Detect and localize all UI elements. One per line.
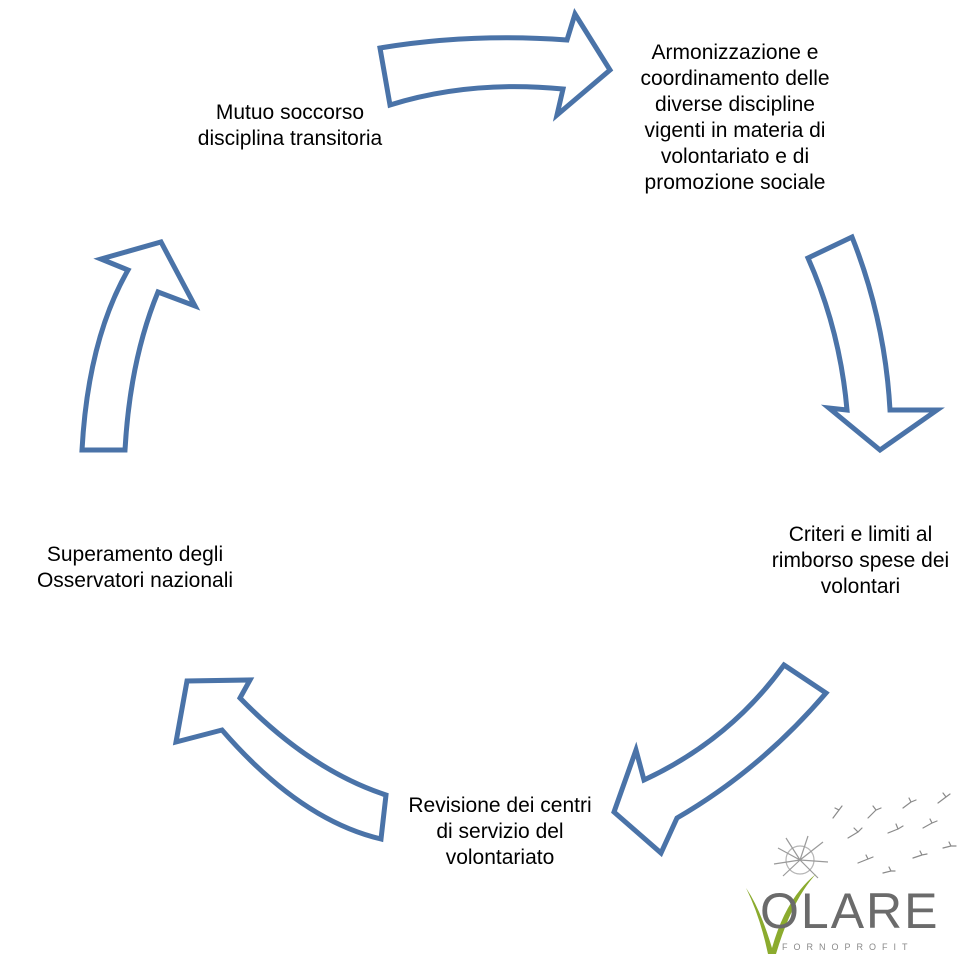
volare-logo: OLARE FORNOPROFIT bbox=[738, 778, 973, 960]
logo-tagline: FORNOPROFIT bbox=[782, 942, 914, 952]
v-swoosh-icon bbox=[746, 874, 816, 954]
node-superamento: Superamento degli Osservatori nazionali bbox=[36, 543, 234, 592]
node-criteri: Criteri e limiti al rimborso spese dei v… bbox=[771, 523, 950, 598]
arrow-revisione-to-superamento bbox=[172, 677, 389, 843]
logo-wordmark: OLARE bbox=[760, 883, 940, 939]
node-armonizzazione: Armonizzazione e coordinamento delle div… bbox=[640, 41, 830, 194]
arrow-armonizzazione-to-criteri bbox=[804, 233, 945, 454]
arrow-criteri-to-revisione bbox=[611, 661, 830, 858]
dandelion-icon bbox=[746, 792, 957, 954]
arrow-superamento-to-mutuo bbox=[79, 239, 201, 453]
arrow-mutuo-to-armonizzazione bbox=[377, 8, 614, 122]
node-revisione: Revisione dei centri di servizio del vol… bbox=[408, 794, 592, 869]
node-mutuo: Mutuo soccorso disciplina transitoria bbox=[197, 101, 383, 150]
